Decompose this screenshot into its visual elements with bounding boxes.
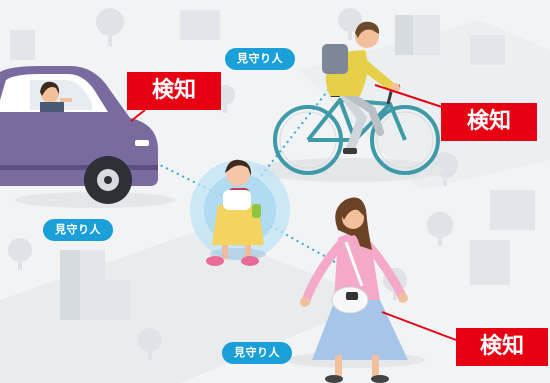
car-icon (0, 66, 158, 204)
watcher-label-car: 見守り人 (43, 219, 113, 241)
detect-tag-pedestrian: 検知 (456, 328, 548, 366)
watcher-label-pedestrian: 見守り人 (222, 342, 292, 364)
detect-tag-car: 検知 (127, 72, 221, 110)
watcher-label-cyclist: 見守り人 (225, 48, 295, 70)
detect-tag-cyclist: 検知 (441, 103, 537, 141)
cyclist-icon (273, 21, 440, 175)
child-icon (190, 159, 290, 266)
detect-pointer-lines (130, 84, 457, 341)
pedestrian-icon (300, 197, 408, 383)
